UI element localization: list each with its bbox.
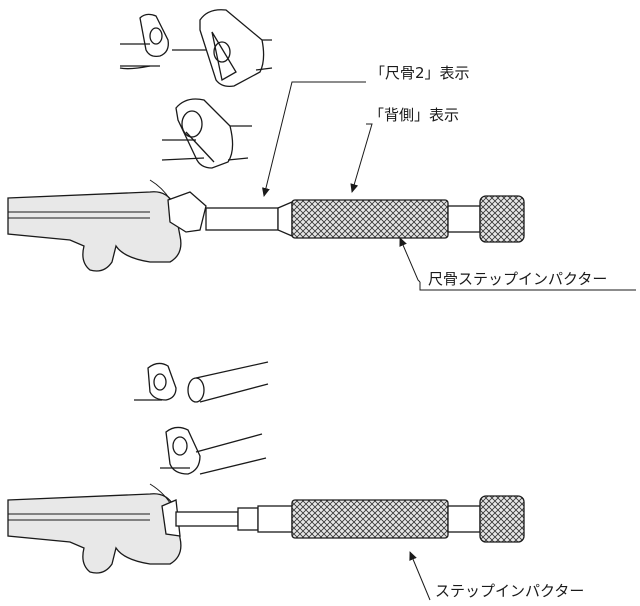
top-detail-implant-left bbox=[119, 13, 169, 70]
top-tool-tip bbox=[167, 191, 293, 237]
middle-detail-implant bbox=[161, 98, 252, 169]
bottom-forearm bbox=[7, 493, 182, 574]
top-leader-lines bbox=[262, 81, 636, 291]
step-impactor-label: ステップインパクター bbox=[435, 582, 585, 600]
ulna-impactor-neck bbox=[447, 205, 481, 233]
bottom-leader-line bbox=[409, 551, 431, 601]
ulna-step-impactor-label: 尺骨ステップインパクター bbox=[428, 270, 608, 288]
ulna-impactor-knurled-grip bbox=[291, 199, 449, 239]
dorsal-display-label: 「背側」表示 bbox=[369, 106, 460, 124]
step-impactor-knurled-grip bbox=[291, 499, 449, 539]
bottom-detail-implant-assembled bbox=[160, 426, 267, 475]
step-impactor-cap bbox=[479, 495, 525, 543]
step-impactor-neck bbox=[447, 505, 481, 533]
top-detail-tool-head bbox=[172, 9, 273, 88]
top-forearm bbox=[7, 191, 182, 272]
bottom-detail-implant-tube bbox=[134, 361, 269, 403]
ulna2-display-label: 「尺骨2」表示 bbox=[370, 64, 470, 82]
ulna-step-impactor bbox=[291, 195, 525, 243]
ulna-impactor-cap bbox=[479, 195, 525, 243]
step-impactor bbox=[291, 495, 525, 543]
bottom-tool-shaft bbox=[161, 499, 293, 537]
